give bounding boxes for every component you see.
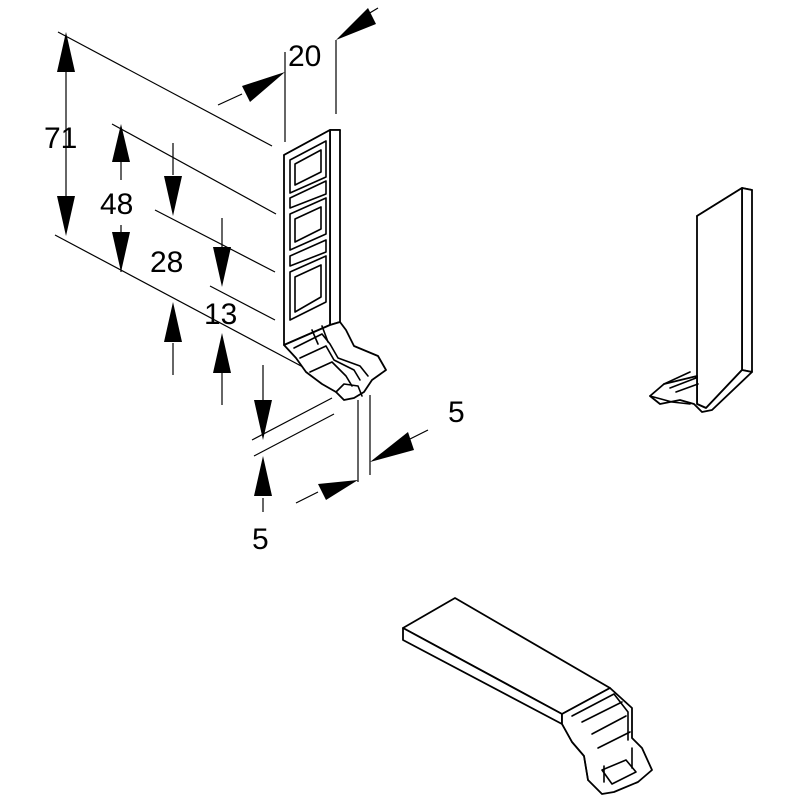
end-plate: [649, 187, 753, 413]
dimension-label-28: 28: [150, 246, 183, 279]
bracket-with-windows: [283, 129, 387, 401]
cover-strip: [402, 597, 653, 795]
dimension-label-13: 13: [204, 298, 237, 331]
dimension-28: 28: [150, 143, 276, 375]
dimension-5-thickness: 5: [251, 365, 335, 556]
dimension-5-width: 5: [295, 395, 465, 504]
dimension-20: 20: [217, 7, 379, 142]
dimension-label-20: 20: [288, 40, 321, 73]
dimension-label-5-bottom: 5: [252, 523, 269, 556]
dimension-13: 13: [204, 218, 276, 405]
dimension-48: 48: [100, 123, 277, 272]
dimension-71: 71: [44, 31, 319, 376]
dimension-label-71: 71: [44, 122, 77, 155]
dimension-label-5-right: 5: [448, 396, 465, 429]
dimension-label-48: 48: [100, 188, 133, 221]
